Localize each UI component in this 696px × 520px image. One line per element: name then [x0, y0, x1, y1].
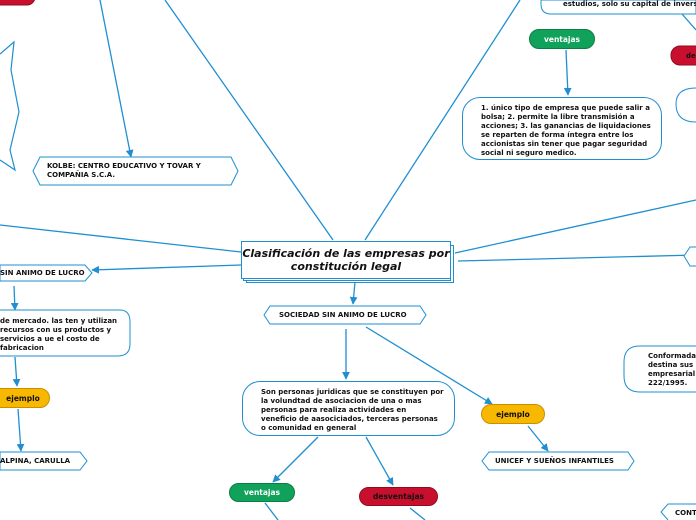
right-desc-box [623, 345, 696, 393]
cut-box-right-top [675, 87, 696, 123]
alpina-label[interactable]: ALPINA, CARULLA [0, 457, 71, 465]
central-title: Clasificación de las empresas por consti… [242, 247, 450, 273]
kolbe-label[interactable]: KOLBE: CENTRO EDUCATIVO Y TOVAR Y COMPAÑ… [47, 162, 201, 179]
left-ejemplo-pill[interactable]: ejemplo [0, 388, 50, 408]
center-desventajas-pill[interactable]: desventajas [359, 487, 438, 506]
top-right-ventajas-pill[interactable]: ventajas [529, 29, 595, 49]
cut-red-pill-top-left [0, 0, 35, 6]
edge-to-sin-animo [91, 264, 242, 274]
top-right-advantages-text[interactable]: 1. único tipo de empresa que puede salir… [462, 97, 662, 160]
unicef-label[interactable]: UNICEF Y SUEÑOS INFANTILES [495, 457, 614, 465]
kolbe-hexagon [32, 156, 239, 186]
sociedad-label[interactable]: SOCIEDAD SIN ANIMO DE LUCRO [279, 311, 407, 319]
edge-to-center-desventajas [365, 436, 394, 486]
central-card [241, 241, 451, 279]
bottom-right-label[interactable]: CONT [675, 509, 696, 517]
edge-right-upper [454, 199, 696, 254]
edge-to-top-right-text [563, 49, 572, 96]
center-description[interactable]: Son personas juridicas que se constituye… [242, 381, 455, 436]
edge-top-left [164, 0, 334, 241]
alpina-hexagon [0, 451, 88, 471]
edge-below-ventajas [264, 502, 279, 520]
right-description[interactable]: Conformada destina sus empresarial 222/1… [648, 352, 696, 387]
edge-to-alpina [16, 408, 25, 452]
sociedad-hexagon [263, 305, 427, 325]
center-ejemplo-pill[interactable]: ejemplo [481, 404, 545, 424]
top-right-desventajas-label[interactable]: des [686, 52, 696, 60]
top-right-desventajas-pill-shape [670, 45, 696, 66]
unicef-hexagon [481, 451, 635, 471]
edge-below-desventajas [409, 507, 426, 520]
left-description[interactable]: de mercado. las ten y utilizan recursos … [0, 317, 118, 352]
edge-to-left-ejemplo [12, 356, 21, 387]
edge-left-top [0, 224, 242, 253]
sin-animo-hexagon [0, 264, 93, 282]
edge-to-center-ejemplo [365, 326, 493, 405]
edge-to-center-ventajas [272, 436, 319, 483]
edge-right-lower [457, 254, 696, 262]
edge-to-top-right-des [681, 13, 696, 31]
sin-animo-label[interactable]: SIN ANIMO DE LUCRO [0, 269, 85, 277]
edge-top-right [364, 0, 521, 241]
edge-to-left-desc [10, 285, 19, 311]
center-ventajas-pill[interactable]: ventajas [229, 483, 295, 502]
cut-hexagon-right [683, 246, 696, 267]
left-ejemplo-label: ejemplo [6, 393, 40, 403]
cut-hexagon-bottom-right [660, 503, 696, 520]
central-topic[interactable]: Clasificación de las empresas por consti… [241, 241, 454, 283]
edge-to-sociedad [349, 281, 358, 305]
left-desc-box [0, 309, 131, 357]
top-right-box [540, 0, 696, 15]
top-right-header-text[interactable]: estudios, solo su capital de invers [563, 0, 696, 8]
edge-to-unicef [527, 425, 549, 452]
edge-to-kolbe [99, 0, 134, 158]
cut-hexagon-left [0, 40, 20, 172]
